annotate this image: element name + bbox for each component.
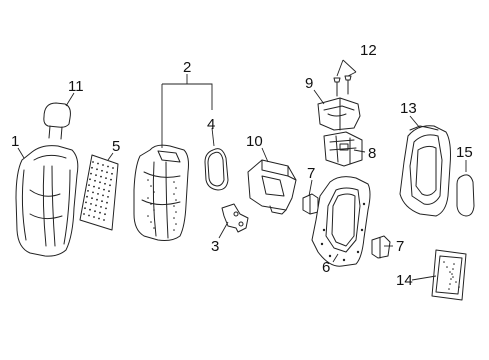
callout-13: 13 — [400, 100, 417, 117]
part-headrest[interactable] — [43, 102, 71, 140]
callout-4: 4 — [207, 116, 215, 133]
callout-5: 5 — [112, 138, 120, 155]
part-oval-ring[interactable] — [204, 148, 229, 191]
callout-14: 14 — [396, 272, 413, 289]
part-seatback-frame[interactable] — [311, 176, 371, 267]
callout-labels: 1 2 3 4 5 6 7 7 8 9 10 11 12 13 14 15 — [11, 42, 473, 289]
leader-lines — [17, 59, 467, 281]
seatback-stitch-dots — [147, 179, 177, 231]
part-headrest-guide[interactable] — [317, 97, 361, 131]
callout-12: 12 — [360, 42, 377, 59]
frame-rivets — [320, 202, 366, 262]
callout-6: 6 — [322, 259, 330, 276]
part-rear-panel[interactable] — [399, 125, 451, 217]
part-small-ring[interactable] — [456, 174, 475, 217]
part-clip-lower[interactable] — [371, 235, 391, 259]
part-mechanism-bracket[interactable] — [323, 131, 363, 167]
mat-dots — [443, 261, 460, 290]
callout-8: 8 — [368, 145, 376, 162]
callout-15: 15 — [456, 144, 473, 161]
part-mat[interactable] — [431, 249, 467, 301]
callout-11: 11 — [68, 78, 84, 95]
callout-2: 2 — [183, 59, 191, 76]
part-small-bracket[interactable] — [221, 203, 249, 233]
callout-7b: 7 — [396, 238, 404, 255]
part-bolts[interactable] — [333, 75, 352, 97]
part-lumbar-module[interactable] — [247, 159, 297, 215]
callout-9: 9 — [305, 75, 313, 92]
part-seatback-assembly[interactable] — [133, 144, 189, 241]
callout-1: 1 — [11, 133, 19, 150]
part-heating-pad[interactable] — [79, 154, 119, 231]
callout-3: 3 — [211, 238, 219, 255]
part-clip-upper[interactable] — [302, 193, 319, 215]
part-seatback-cover-left[interactable] — [15, 145, 79, 257]
pad-dot-grid — [83, 161, 114, 221]
callout-7a: 7 — [307, 165, 315, 182]
callout-10: 10 — [246, 133, 263, 150]
